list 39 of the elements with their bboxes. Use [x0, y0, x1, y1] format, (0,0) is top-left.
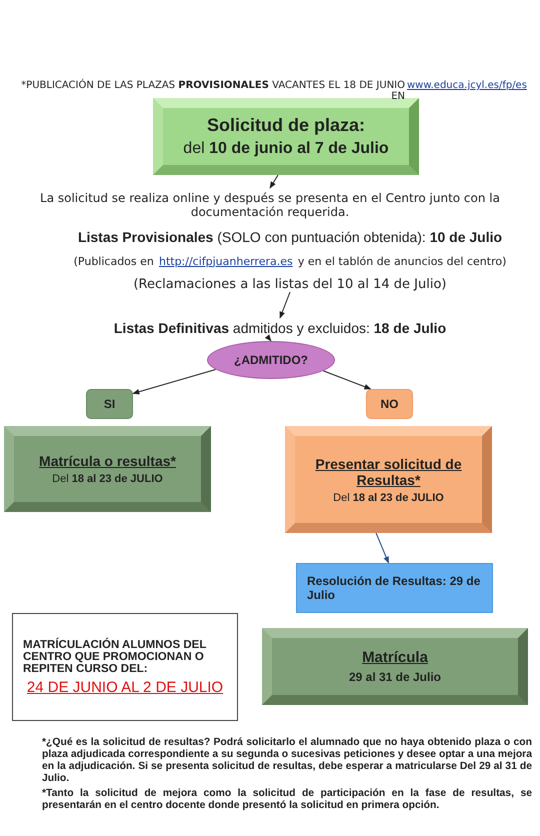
footnote: *Tanto la solicitud de mejora como la solicitud de participación en la fase de resultas, se presentarán en el centro docente donde presentó la solicitud en primera opción.: [42, 788, 532, 812]
subtitle: Del 18 al 23 de JULIO: [333, 492, 444, 504]
date-panel: [153, 98, 419, 175]
label: Matrícula o resultas*: [39, 453, 176, 469]
answer-box: [86, 389, 133, 419]
subtitle: 24 DE JUNIO AL 2 DE JULIO: [26, 678, 224, 696]
footnote: *¿Qué es la solicitud de resultas? Podrá solicitarlo el alumnado que no haya obtenido plaza o con plaza adjudicada correspondiente a su segunda o sucesivas peticiones y desee optar a una mejora en la adjudicación. Si se presenta solicitud de resultas, debe esperar a matricularse Del 29 al 31 de Julio.: [42, 737, 532, 785]
text: Listas Provisionales (SOLO con puntuación obtenida): 10 de Julio: [78, 228, 502, 244]
step-panel: [285, 426, 492, 533]
label: NO: [380, 397, 398, 411]
subtitle: del 10 de junio al 7 de Julio: [183, 140, 389, 158]
label: MATRÍCULACIÓN ALUMNOS DEL CENTRO QUE PROMOCIONAN O REPITEN CURSO DEL:: [23, 638, 208, 674]
subtitle: Del 18 al 23 de JULIO: [52, 473, 163, 485]
arrow: [322, 370, 372, 390]
link: www.educa.jcyl.es/fp/es: [407, 80, 528, 91]
text: La solicitud se realiza online y después se presenta en el Centro junto con la documentación requerida.: [40, 191, 500, 219]
label: Presentar solicitud de Resultas*: [314, 456, 463, 488]
arrow: [280, 292, 290, 319]
label: SI: [104, 397, 116, 411]
text: (Reclamaciones a las listas del 10 al 14 de Julio): [133, 276, 447, 292]
arrow: [376, 532, 390, 564]
arrow: [132, 369, 216, 394]
arrow: [264, 334, 272, 342]
text: Listas Definitivas admitidos y excluidos: 18 de Julio: [114, 320, 446, 336]
notice-text: *PUBLICACIÓN DE LAS PLAZAS PROVISIONALES VACANTES EL 18 DE JUNIO EN: [20, 80, 405, 102]
label: Resolución de Resultas: 29 de Julio: [307, 574, 482, 602]
result-box: [296, 563, 493, 613]
text: y en el tablón de anuncios del centro): [298, 254, 506, 268]
link: http://cifpjuanherrera.es: [158, 254, 293, 268]
answer-box: [366, 389, 413, 419]
label: ¿ADMITIDO?: [234, 353, 308, 367]
text: (Publicados en: [74, 254, 154, 268]
label: Solicitud de plaza:: [206, 115, 366, 136]
subtitle: 29 al 31 de Julio: [348, 670, 442, 684]
label: Matrícula: [362, 649, 428, 666]
notice-box: [12, 613, 238, 721]
step-panel: [262, 628, 528, 705]
step-panel: [4, 426, 211, 512]
arrow: [270, 174, 279, 189]
